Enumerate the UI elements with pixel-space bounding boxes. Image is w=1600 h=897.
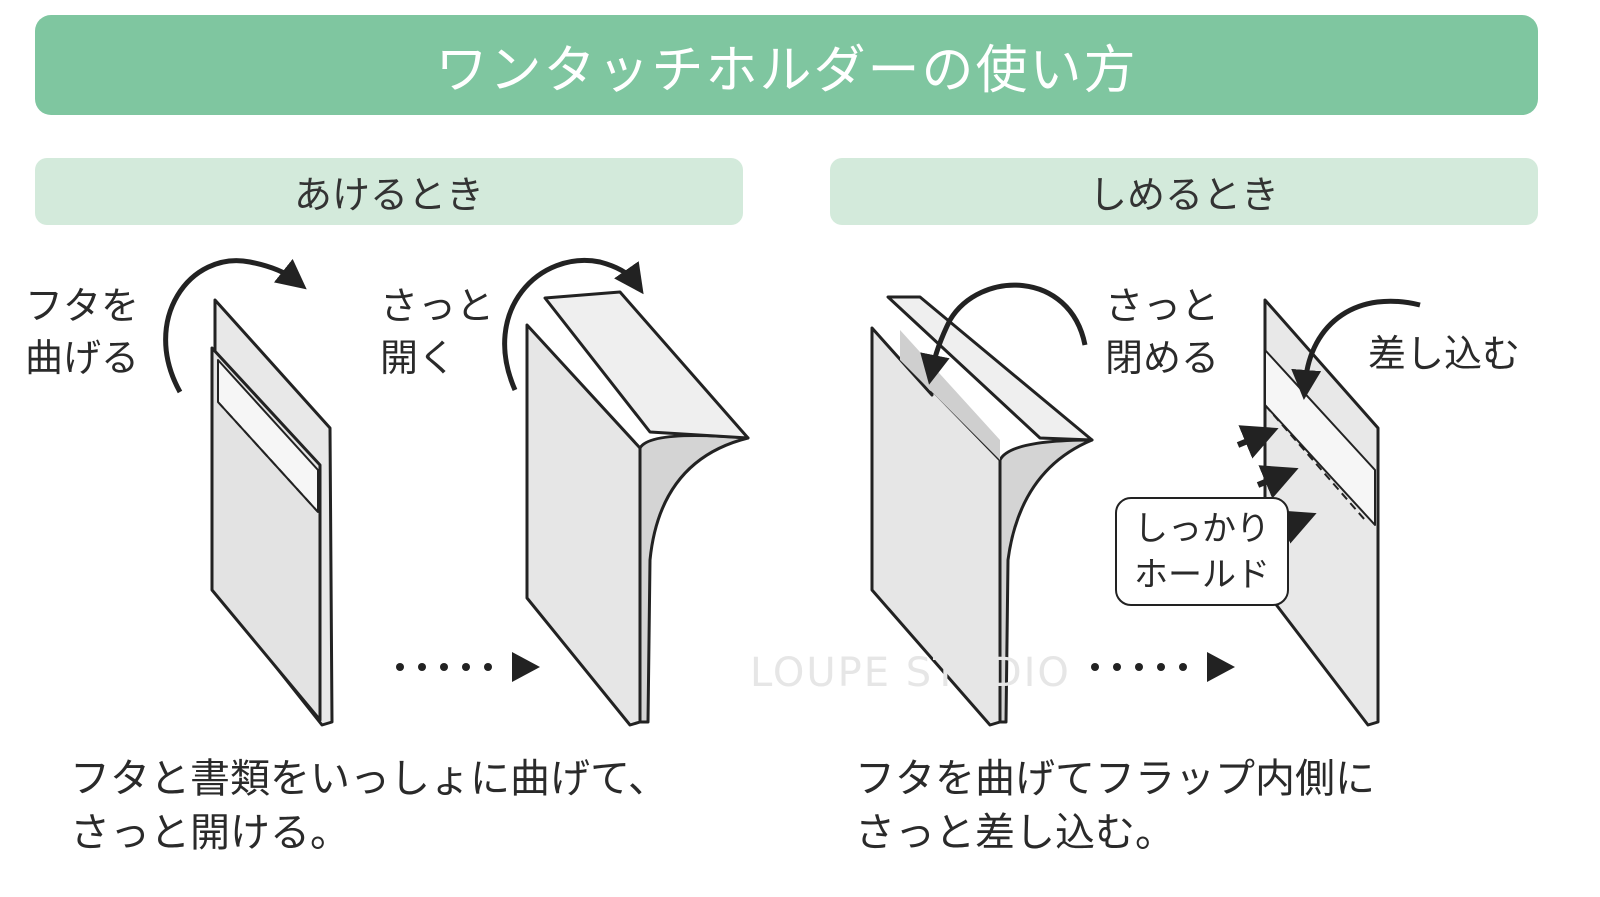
dotted-arrow-left <box>396 652 540 682</box>
open-caption: フタと書類をいっしょに曲げて、 さっと開ける。 <box>70 752 668 860</box>
holder-open-figure <box>525 290 750 727</box>
page-title: ワンタッチホルダーの使い方 <box>435 40 1138 101</box>
open-section-header: あけるとき <box>35 158 743 225</box>
insert-arrow-icon <box>1291 298 1421 400</box>
close-section-header: しめるとき <box>830 158 1538 225</box>
quick-close-label: さっと 閉める <box>1105 284 1220 380</box>
open-caption-line-2: さっと開ける。 <box>70 810 350 856</box>
close-caption-line-2: さっと差し込む。 <box>855 810 1175 856</box>
bend-lid-label: フタを 曲げる <box>25 284 140 380</box>
title-banner: ワンタッチホルダーの使い方 <box>35 15 1538 115</box>
holder-closing-figure <box>870 295 1094 727</box>
hold-firmly-bubble: しっかり ホールド <box>1115 497 1289 606</box>
dotted-arrow-right <box>1091 652 1235 682</box>
close-header-text: しめるとき <box>1088 173 1279 217</box>
bend-arrow-icon <box>163 258 307 394</box>
bubble-line-1: しっかり <box>1134 508 1270 549</box>
bubble-line-2: ホールド <box>1134 554 1270 595</box>
close-caption: フタを曲げてフラップ内側に さっと差し込む。 <box>855 752 1375 860</box>
watermark: LOUPE STUDIO <box>750 650 1071 696</box>
insert-label: 差し込む <box>1368 332 1521 376</box>
holder-closed-figure <box>210 298 334 727</box>
close-caption-line-1: フタを曲げてフラップ内側に <box>855 756 1375 802</box>
open-caption-line-1: フタと書類をいっしょに曲げて、 <box>70 756 668 802</box>
open-arrow-icon <box>502 258 644 391</box>
close-arrow-icon <box>920 282 1088 385</box>
open-header-text: あけるとき <box>293 173 484 217</box>
quick-open-label: さっと 開く <box>380 284 495 380</box>
